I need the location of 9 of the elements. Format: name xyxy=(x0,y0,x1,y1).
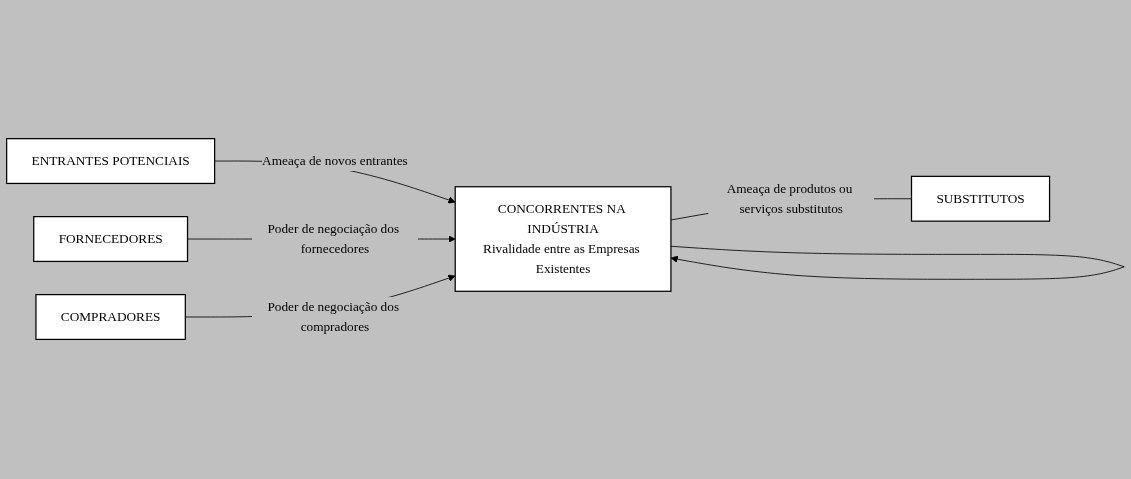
edge-label: Poder de negociação dos compradores xyxy=(267,300,400,335)
node-box: ENTRANTES POTENCIAIS xyxy=(6,138,216,185)
node-box: CONCORRENTES NA INDÚSTRIA Rivalidade entre as Empresas Existentes xyxy=(454,186,672,293)
node-box: FORNECEDORES xyxy=(33,216,189,263)
edge-label: Ameaça de produtos ou serviços substitutos xyxy=(726,181,853,216)
edge-label: Ameaça de novos entrantes xyxy=(262,154,408,169)
node-box: SUBSTITUTOS xyxy=(910,176,1051,223)
edge-label: Poder de negociação dos fornecedores xyxy=(267,222,400,257)
node-box: COMPRADORES xyxy=(35,294,186,341)
